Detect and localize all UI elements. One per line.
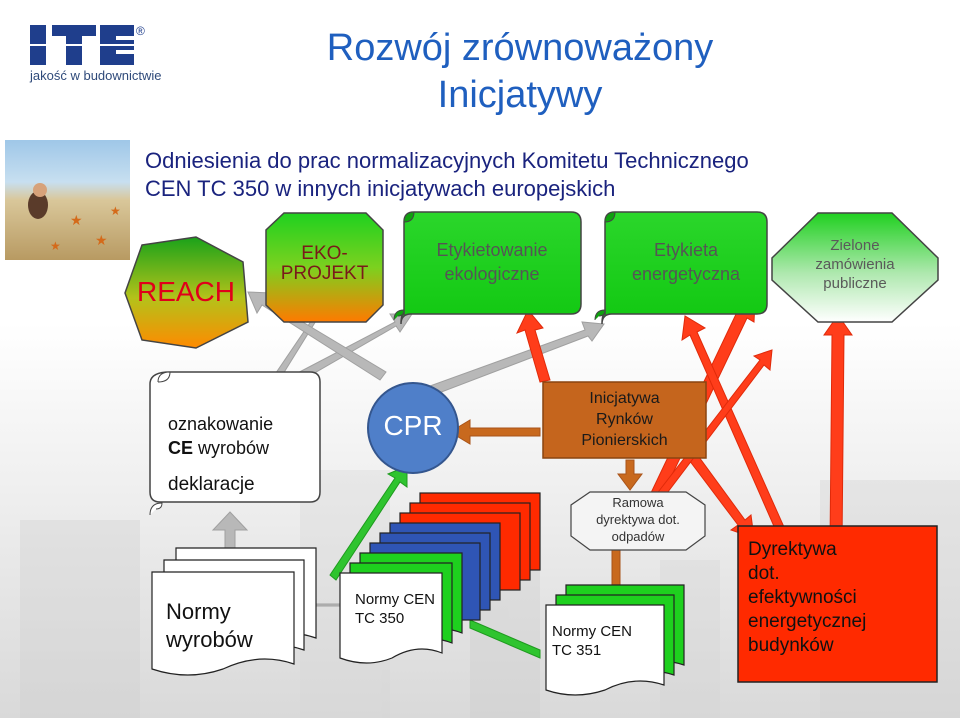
lmi-line-2: Rynków [596, 411, 653, 428]
svg-text:★: ★ [50, 239, 61, 253]
svg-text:★: ★ [70, 213, 83, 229]
ramowa-line-3: odpadów [611, 529, 665, 544]
epbd-line-3: efektywności [748, 587, 857, 608]
ramowa-line-1: Ramowa [612, 495, 664, 510]
ekoprojekt-line-2: PROJEKT [280, 263, 369, 284]
ramowa-label: Ramowa dyrektywa dot. odpadów [571, 494, 705, 545]
tc350-label: Normy CEN TC 350 [355, 590, 435, 628]
epbd-line-1: Dyrektywa [748, 539, 837, 560]
ce-rest: wyrobów [193, 438, 270, 458]
etykieta-line-2: energetyczna [631, 264, 741, 284]
ce-bold: CE [168, 438, 194, 458]
green-arrows [329, 465, 541, 659]
epbd-label: Dyrektywa dot. efektywności energetyczne… [748, 538, 866, 658]
tc351-label: Normy CEN TC 351 [552, 622, 632, 660]
epbd-box [737, 525, 938, 683]
subtitle-line-1: Odniesienia do prac normalizacyjnych Kom… [145, 148, 749, 173]
zielone-line-2: zamówienia [815, 256, 895, 273]
deklaracje-label: deklaracje [168, 474, 255, 495]
normy-wyrobow-label: Normy wyrobów [166, 598, 253, 654]
svg-text:★: ★ [110, 204, 121, 218]
tc350-line-1: Normy CEN [355, 591, 436, 608]
etykietowanie-label: Etykietowanie ekologiczne [404, 238, 580, 286]
zielone-shape [771, 212, 939, 323]
reach-label: REACH [136, 276, 235, 307]
etykieta-scroll [594, 211, 768, 325]
ramowa-shape [570, 491, 706, 551]
title-line-2: Inicjatywy [437, 74, 603, 116]
epbd-line-2: dot. [748, 563, 780, 584]
beach-photo: ★ ★ ★ ★ [5, 140, 130, 260]
reach-shape [124, 236, 249, 349]
epbd-line-4: energetycznej [748, 611, 867, 632]
lmi-line-3: Pionierskich [581, 432, 668, 449]
itb-logo [30, 25, 134, 65]
tc351-stack [545, 584, 685, 696]
zielone-line-1: Zielone [830, 237, 880, 254]
tc350-line-2: TC 350 [355, 610, 405, 627]
title-line-1: Rozwój zrównoważony [326, 27, 714, 69]
logo-registered-mark: ® [136, 24, 145, 38]
ekoprojekt-line-1: EKO- [301, 243, 348, 264]
zielone-line-3: publiczne [823, 275, 887, 292]
lmi-label: Inicjatywa Rynków Pionierskich [543, 388, 706, 451]
ekoprojekt-label: EKO- PROJEKT [266, 244, 383, 284]
svg-text:★: ★ [95, 233, 108, 249]
ekoprojekt-shape [265, 212, 384, 323]
epbd-line-5: budynków [748, 635, 834, 656]
ce-scroll [149, 371, 321, 516]
tc351-line-2: TC 351 [552, 642, 602, 659]
normy-wyrobow-stack [151, 547, 317, 676]
etykietowanie-line-2: ekologiczne [444, 264, 540, 284]
etykietowanie-scroll [393, 211, 582, 325]
tc351-line-1: Normy CEN [552, 623, 633, 640]
lmi-box [542, 381, 707, 459]
normy-wyrobow-line-1: Normy [166, 599, 231, 624]
normy-wyrobow-line-2: wyrobów [166, 627, 253, 652]
subtitle-line-2: CEN TC 350 w innych inicjatywach europej… [145, 176, 616, 201]
ce-line-2: CE wyrobów [168, 436, 273, 460]
ramowa-line-2: dyrektywa dot. [596, 512, 680, 527]
ce-line-1: oznakowanie [168, 414, 274, 434]
zielone-label: Zielone zamówienia publiczne [772, 236, 938, 293]
red-arrows [516, 299, 853, 546]
etykieta-label: Etykieta energetyczna [605, 238, 767, 286]
tc350-stack-front [339, 552, 463, 664]
logo-tagline: jakość w budownictwie [30, 68, 162, 83]
etykietowanie-line-1: Etykietowanie [436, 240, 548, 260]
lmi-line-1: Inicjatywa [589, 390, 660, 407]
ce-label: oznakowanie CE wyrobów [168, 412, 273, 460]
etykieta-line-1: Etykieta [653, 240, 719, 260]
cpr-circle [367, 382, 459, 474]
cpr-label: CPR [383, 410, 443, 441]
